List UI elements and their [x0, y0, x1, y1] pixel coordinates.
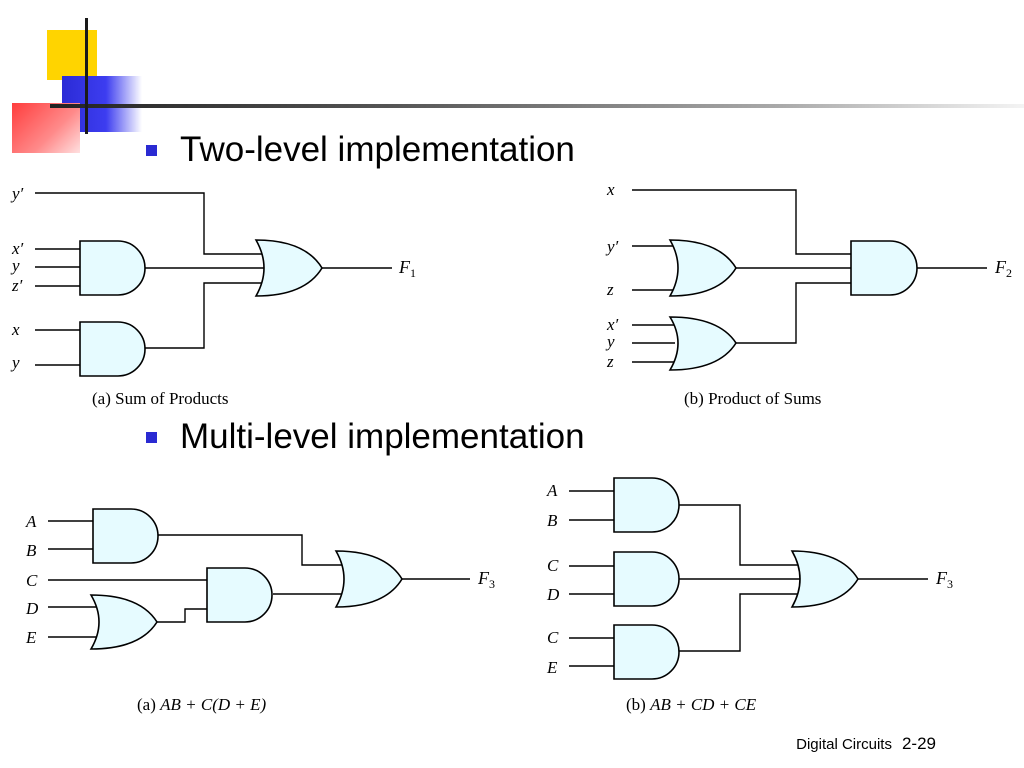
input-label: E — [546, 658, 558, 677]
input-label: x′ — [11, 239, 24, 258]
wire — [35, 192, 262, 255]
input-label: x′ — [606, 315, 619, 334]
input-label: D — [25, 599, 39, 618]
bullet-text: Two-level implementation — [180, 130, 575, 169]
wire — [35, 248, 80, 287]
footer-title: Digital Circuits — [796, 736, 892, 753]
wire — [48, 606, 96, 638]
output-label: F3 — [477, 568, 495, 591]
wire — [632, 324, 675, 363]
input-label: y′ — [10, 184, 24, 203]
decor-horizontal-rule — [50, 104, 1024, 108]
diagram-sum-of-products: y′ x′ y z′ x y F1 (a) Sum of Products — [10, 184, 416, 408]
decor-yellow-square — [47, 30, 97, 80]
input-label: z — [606, 352, 614, 371]
wire — [569, 565, 614, 595]
and-gate — [850, 240, 918, 296]
wire — [569, 490, 614, 521]
and-gate — [206, 567, 273, 623]
input-label: B — [547, 511, 558, 530]
wire — [158, 534, 342, 566]
wire — [679, 593, 798, 652]
bullet-square-icon — [146, 431, 157, 443]
output-label: F3 — [935, 568, 953, 591]
wire — [145, 282, 262, 349]
bullet-two-level: Two-level implementation — [146, 130, 575, 170]
input-label: A — [546, 481, 558, 500]
slide-footer: Digital Circuits 2-29 — [796, 734, 936, 754]
input-label: y — [10, 256, 20, 275]
input-label: C — [547, 628, 559, 647]
decor-vertical-rule — [85, 18, 88, 134]
wire — [632, 245, 675, 291]
input-label: C — [547, 556, 559, 575]
caption: (a) AB + C(D + E) — [137, 695, 266, 714]
diagram-multilevel-b: A B C D C E F3 (b) AB + CD + CE — [546, 477, 953, 714]
or-gate — [254, 239, 323, 297]
input-label: A — [25, 512, 37, 531]
input-label: C — [26, 571, 38, 590]
page-number: 2-29 — [901, 734, 936, 753]
caption: (b) Product of Sums — [684, 389, 821, 408]
input-label: y — [10, 353, 20, 372]
wire — [632, 189, 853, 255]
or-gate — [668, 239, 737, 297]
wire — [157, 608, 207, 623]
input-label: y — [605, 332, 615, 351]
wire — [569, 637, 614, 667]
caption: (b) AB + CD + CE — [626, 695, 757, 714]
input-label: y′ — [605, 237, 619, 256]
and-gate — [613, 477, 680, 533]
decor-red-square — [12, 103, 80, 153]
input-label: D — [546, 585, 560, 604]
input-label: B — [26, 541, 37, 560]
diagram-multilevel-a: A B C D E F3 (a) AB + C(D + E) — [25, 508, 495, 714]
output-label: F1 — [398, 257, 416, 280]
wire — [48, 520, 93, 550]
or-gate — [790, 550, 859, 608]
input-label: z′ — [11, 276, 23, 295]
diagram-product-of-sums: x y′ z x′ y z F2 (b) Product of Sums — [605, 180, 1012, 408]
bullet-square-icon — [146, 144, 157, 156]
or-gate — [668, 316, 737, 371]
input-label: E — [25, 628, 37, 647]
or-gate — [89, 594, 158, 650]
and-gate — [613, 551, 680, 607]
wire — [736, 282, 853, 344]
input-label: x — [11, 320, 20, 339]
input-label: z — [606, 280, 614, 299]
bullet-text: Multi-level implementation — [180, 417, 585, 456]
wire — [679, 504, 798, 566]
output-label: F2 — [994, 257, 1012, 280]
and-gate — [92, 508, 159, 564]
caption: (a) Sum of Products — [92, 389, 228, 408]
wire — [35, 329, 80, 366]
input-label: x — [606, 180, 615, 199]
and-gate — [79, 321, 146, 377]
and-gate — [79, 240, 146, 296]
or-gate — [334, 550, 403, 608]
bullet-multi-level: Multi-level implementation — [146, 417, 585, 457]
and-gate — [613, 624, 680, 680]
